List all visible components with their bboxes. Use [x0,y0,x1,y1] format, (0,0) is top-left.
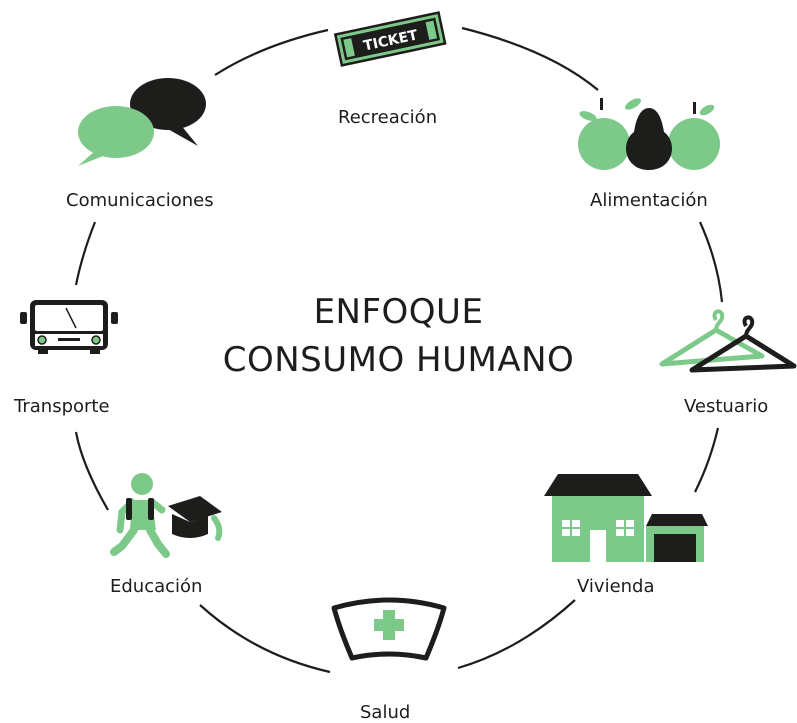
arc-comunicaciones-recreacion [214,28,329,76]
arc-transporte-comunicaciones [74,221,97,286]
diagram-title-line2: CONSUMO HUMANO [222,340,575,380]
arc-alimentacion-vestuario [698,221,724,303]
node-label-transporte: Transporte [14,396,110,417]
node-label-salud: Salud [360,702,411,723]
nurse-cap-icon [331,597,447,661]
student-icon [110,473,223,558]
ticket-icon: TICKET [333,11,447,67]
node-label-comunicaciones: Comunicaciones [66,190,214,211]
speech-bubbles-icon [78,78,206,166]
arc-vivienda-salud [457,599,576,670]
arc-salud-educacion [199,604,331,674]
node-label-educacion: Educación [110,576,203,597]
node-label-vestuario: Vestuario [684,396,769,417]
diagram-title-line1: ENFOQUE [313,292,484,332]
bus-icon [20,300,118,354]
house-icon [544,474,708,562]
node-label-vivienda: Vivienda [577,576,655,597]
arc-recreacion-alimentacion [461,26,599,91]
arc-vestuario-vivienda [694,427,720,493]
node-label-alimentacion: Alimentación [590,190,708,211]
hanger-icon [659,309,797,373]
node-label-recreacion: Recreación [338,107,438,128]
fruit-icon [578,98,720,170]
arc-educacion-transporte [74,431,109,511]
